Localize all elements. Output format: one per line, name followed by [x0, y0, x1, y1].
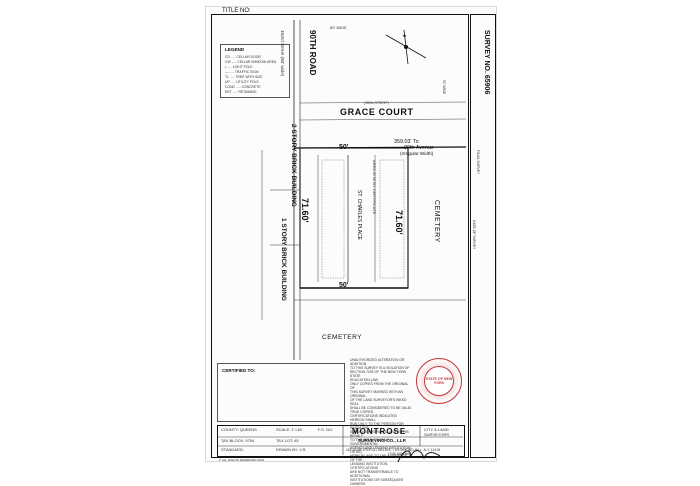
note-line: AGENCY AND LENDING INSTITUTION LISTED	[350, 446, 411, 454]
note-line: ARE NOT TRANSFERABLE TO ADDITIONAL	[350, 470, 399, 478]
street-grace-court-sub: (150th STREET)	[364, 101, 390, 105]
survey-notes: UNAUTHORIZED ALTERATION OR ADDITION TO T…	[350, 358, 412, 486]
plot-dim-left: 71.60'	[300, 198, 310, 223]
building-left-upper: 2 STORY BRICK BUILDING	[290, 124, 297, 207]
tb-standard: STANDARD:	[221, 447, 244, 452]
company-name: MONTROSE	[352, 427, 407, 436]
legend-item: • ..... LIGHT POLE	[225, 65, 253, 69]
legend-item: CONC ..... CONCRETE	[225, 85, 261, 89]
strip-note-2: DATE OF SURVEY	[472, 220, 476, 250]
distance-note: (Irregular Width)	[400, 151, 434, 156]
legend-heading: LEGEND	[225, 47, 245, 52]
building-left-lower: 1 STORY BRICK BUILDING	[280, 218, 287, 301]
note-line: TO THIS SURVEY IS A VIOLATION OF	[350, 366, 410, 370]
street-90th-road: 90TH ROAD	[308, 30, 317, 76]
distance-value: 359.03' To	[394, 139, 419, 145]
strip-note-1: FINAL SURVEY	[476, 150, 480, 175]
company-city: CITY & LAND	[424, 427, 449, 432]
note-line: UNAUTHORIZED ALTERATION OR ADDITION	[350, 358, 405, 366]
tb-county: COUNTY: QUEENS	[221, 427, 257, 432]
note-line: SURVEY IS PREPARED, AND ON HIS BEHALF	[350, 430, 409, 438]
note-line: EDUCATION LAW.	[350, 378, 379, 382]
legend-item: — ..... TRAFFIC SIGN	[225, 70, 259, 74]
cemetery-bottom: CEMETERY	[322, 334, 362, 341]
parcel-name: ST. CHARLES PLACE	[356, 190, 362, 241]
note-line: CERTIFICATIONS INDICATED HEREON SHALL	[350, 414, 397, 422]
street-90th-note: 153rd Street (60' wide)	[280, 30, 285, 77]
tb-drawn-by: DRAWN BY: J.R.	[276, 447, 307, 452]
company-address: 116-20 METROPOLITAN AVE. • RICHMOND HILL…	[346, 448, 440, 452]
note-line: ONLY COPIES FROM THE ORIGINAL OF	[350, 382, 409, 390]
right-info-strip	[470, 14, 496, 458]
legend-box: LEGEND CD ..... CELLAR DOOR CW ..... CEL…	[220, 44, 290, 98]
legend-item: CW ..... CELLAR WINDOW AREA	[225, 60, 277, 64]
tb-tax-lot: TAX LOT: 45	[276, 438, 299, 443]
north-arrow-icon: ✦	[402, 34, 408, 40]
parcel-area-note: AREA IS 50 BY CERTIFICATE	[372, 160, 377, 215]
note-line: TRUE COPIES.	[350, 410, 374, 414]
certified-box: CERTIFIED TO:	[217, 363, 345, 422]
tb-scale: SCALE: 1"=16'	[276, 427, 303, 432]
survey-plan-lines	[217, 20, 467, 463]
cemetery-right: CEMETERY	[433, 200, 440, 243]
title-label: TITLE NO:	[222, 8, 251, 14]
tb-tax-block: TAX BLOCK: 9754	[221, 438, 255, 443]
note-line: THIS SURVEY MARKED WITH AN ORIGINAL	[350, 390, 404, 398]
note-line: TO THE TITLE COMPANY, GOVERNMENTAL	[350, 438, 391, 446]
company-surveyors: SURVEYORS	[424, 432, 450, 437]
footer-copyright: © ALL RIGHTS RESERVED 2019	[219, 458, 265, 462]
tb-fs: F.S. NO.	[318, 427, 334, 432]
street-90th-width: 60' WIDE	[330, 25, 347, 30]
note-line: OF THE LAND SURVEYOR'S INKED SEAL	[350, 398, 407, 406]
note-line: RUN ONLY TO THE PERSON FOR WHOM THE	[350, 422, 404, 430]
note-line: SECTION 7209 OF THE NEW YORK STATE	[350, 370, 407, 378]
legend-item: CD ..... CELLAR DOOR	[225, 55, 261, 59]
legend-item: RET ..... RETAINING	[225, 90, 257, 94]
plot-dim-bottom: 50'	[339, 282, 349, 289]
street-grace-court: GRACE COURT	[340, 107, 414, 117]
plot-dim-right: 71.60'	[394, 210, 404, 235]
company-sub: SURVEYING CO., LLP.	[358, 438, 407, 443]
plot-dim-top: 50'	[339, 144, 349, 151]
legend-item: UP ..... UTILITY POLE	[225, 80, 259, 84]
company-phone: (718) 849-0600	[388, 452, 412, 456]
legend-item: TL ..... TREE WITH SIZE	[225, 75, 263, 79]
seal-text: STATE OF NEW YORK	[425, 377, 453, 385]
drawing-frame	[211, 14, 469, 458]
note-line: LENDING INSTITUTION. CERTIFICATIONS	[350, 462, 389, 470]
surveyor-seal: STATE OF NEW YORK	[416, 358, 462, 404]
note-line: SHALL BE CONSIDERED TO BE VALID	[350, 406, 412, 410]
note-line: INSTITUTIONS OR SUBSEQUENT OWNERS.	[350, 478, 404, 486]
street-grace-court-width: 50' WIDE	[442, 80, 446, 95]
distance-target: 90th Avenue	[404, 145, 434, 151]
certified-label: CERTIFIED TO:	[222, 368, 256, 373]
survey-number: SURVEY NO. 65906	[483, 30, 490, 95]
title-block: COUNTY: QUEENS SCALE: 1"=16' F.S. NO. TA…	[217, 425, 465, 457]
